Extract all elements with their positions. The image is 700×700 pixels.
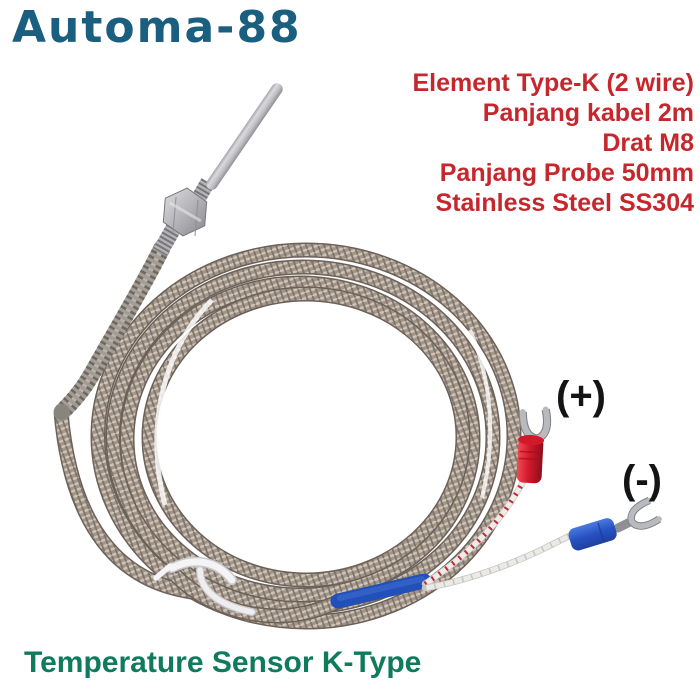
product-caption: Temperature Sensor K-Type: [24, 646, 422, 679]
positive-terminal-label: (+): [556, 374, 606, 418]
probe-rod: [206, 83, 283, 190]
cable-tie: [153, 556, 256, 616]
temperature-probe: [153, 83, 283, 256]
spec-line-cable-length: Panjang kabel 2m: [482, 99, 694, 127]
blue-fork-terminal: [568, 497, 662, 551]
red-fork-terminal: [516, 406, 552, 484]
spring-strain-relief: [53, 239, 171, 421]
negative-terminal-label: (-): [622, 458, 662, 502]
spec-list: Element Type-K (2 wire) Panjang kabel 2m…: [412, 68, 694, 218]
heat-shrink-sleeve: [330, 573, 432, 609]
spec-line-thread: Drat M8: [602, 129, 694, 157]
spec-line-probe-length: Panjang Probe 50mm: [439, 159, 694, 187]
spec-line-element-type: Element Type-K (2 wire): [412, 69, 694, 97]
negative-lead-wire: [421, 529, 580, 592]
brand-logo: Automa-88: [12, 2, 302, 53]
cable-coil: [53, 242, 522, 630]
spec-line-material: Stainless Steel SS304: [435, 189, 694, 217]
